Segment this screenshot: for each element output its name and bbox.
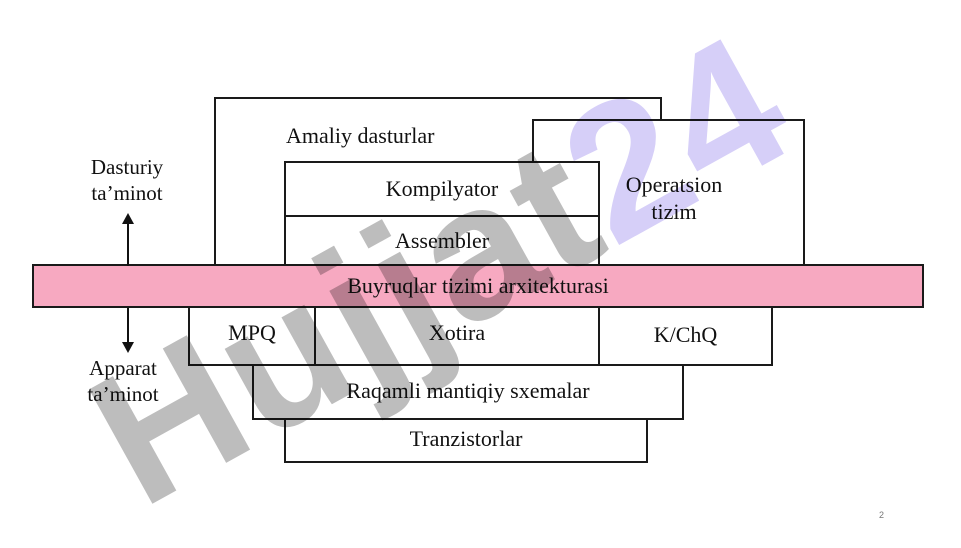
hardware-label: Apparat ta’minot (87, 356, 159, 406)
applications-label: Amaliy dasturlar (286, 123, 435, 148)
memory-box: Xotira (314, 305, 600, 366)
software-label: Dasturiy ta’minot (90, 155, 164, 205)
compiler-box: Kompilyator (284, 161, 600, 217)
arrow-down-icon (122, 308, 134, 353)
arrow-up-icon (122, 213, 134, 266)
isa-bar: Buyruqlar tizimi arxitekturasi (32, 264, 924, 308)
page-number: 2 (879, 510, 885, 520)
digital-logic-box: Raqamli mantiqiy sxemalar (252, 364, 684, 420)
cpu-box: MPQ (188, 305, 316, 366)
operating-system-label: Operatsion tizim (625, 172, 723, 224)
transistors-box: Tranzistorlar (284, 418, 648, 463)
assembler-box: Assembler (284, 215, 600, 267)
io-box: K/ChQ (598, 305, 773, 366)
